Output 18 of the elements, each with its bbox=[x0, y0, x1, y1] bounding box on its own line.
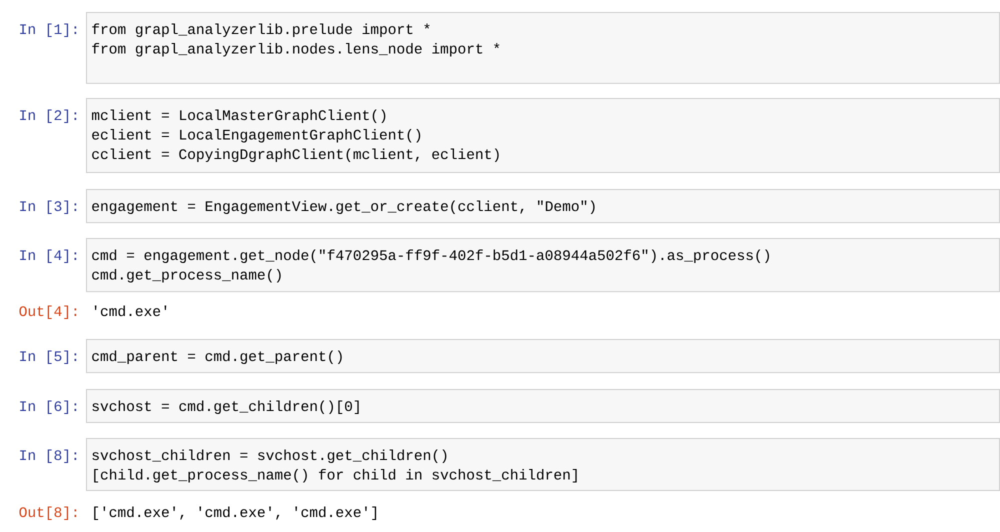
code-cell: cmd_parent = cmd.get_parent() bbox=[86, 339, 1000, 374]
output-text: 'cmd.exe' bbox=[94, 305, 166, 316]
code-cell: from grapl_analyzerlib.prelude import * from grapl_analyzerlib.nodes.lens_node import * bbox=[86, 12, 1000, 84]
input-prompt: In [4]: bbox=[20, 249, 76, 263]
input-prompt: In [1]: bbox=[20, 23, 76, 37]
code-cell: cmd = engagement.get_node("f470295a-ff9f-402f-b5d1-a08944a502f6").as_process() cmd.get_process_name() bbox=[86, 238, 1000, 292]
input-prompt: In [6]: bbox=[20, 400, 76, 414]
code-cell: engagement = EngagementView.get_or_create(cclient, "Demo") bbox=[86, 189, 1000, 224]
input-prompt: In [3]: bbox=[20, 200, 76, 214]
output-text: ['cmd.exe', 'cmd.exe', 'cmd.exe'] bbox=[94, 506, 376, 520]
code-cell: svchost = cmd.get_children()[0] bbox=[86, 389, 1000, 424]
input-prompt: In [2]: bbox=[20, 109, 76, 123]
code-cell: svchost_children = svchost.get_children() [child.get_process_name() for child in svchost_children] bbox=[86, 438, 1000, 491]
input-prompt: In [8]: bbox=[20, 449, 76, 463]
code-cell: mclient = LocalMasterGraphClient() eclient = LocalEngagementGraphClient() cclient = CopyingDgraphClient(mclient, eclient) bbox=[86, 98, 1000, 173]
output-prompt: Out[4]: bbox=[19, 305, 76, 319]
input-prompt: In [5]: bbox=[20, 350, 76, 364]
output-prompt: Out[8]: bbox=[19, 506, 76, 520]
